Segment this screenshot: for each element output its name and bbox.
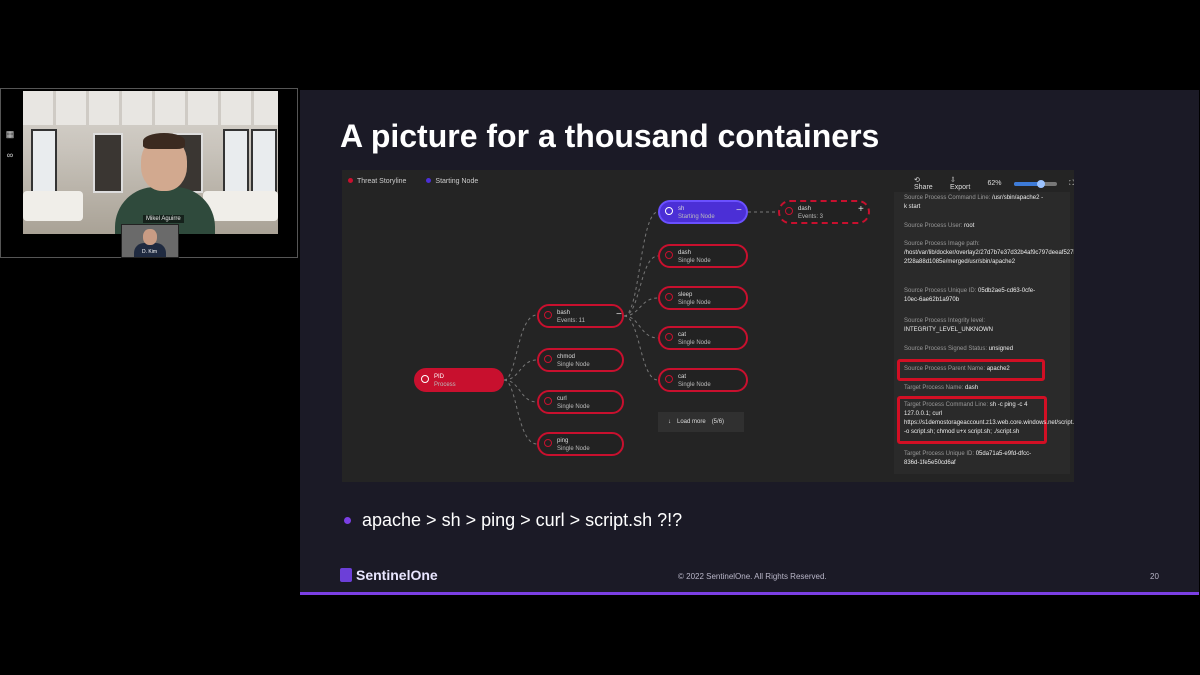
- page-number: 20: [1150, 572, 1159, 581]
- zoom-slider-handle[interactable]: [1036, 179, 1045, 188]
- participant-name: D. Kim: [142, 249, 157, 255]
- presentation-slide: A picture for a thousand containers Thre…: [300, 90, 1199, 595]
- bullet-dot-icon: [344, 517, 351, 524]
- presenter-video: Mikel Aguirre: [23, 91, 278, 234]
- detail-source-unique-id: Source Process Unique ID: 05db2ae5-cd63-…: [904, 288, 1036, 303]
- graph-connectors: [503, 211, 778, 445]
- detail-source-signed: Source Process Signed Status: unsigned: [904, 346, 1014, 352]
- fullscreen-icon[interactable]: ⛶: [1069, 179, 1074, 187]
- bullet-point: apache > sh > ping > curl > script.sh ?!…: [344, 510, 682, 531]
- storyline-screenshot: Threat Storyline Starting Node ⟲ Share ⇩…: [342, 170, 1074, 482]
- zoom-level: 62%: [987, 180, 1002, 187]
- detail-source-user: Source Process User: root: [904, 223, 975, 229]
- participant-thumbnail[interactable]: D. Kim: [121, 224, 179, 258]
- highlight-parent-name: [897, 359, 1045, 381]
- graph-legend: Threat Storyline Starting Node: [348, 178, 478, 185]
- logo-mark-icon: [340, 568, 352, 582]
- link-icon[interactable]: ∞: [6, 150, 14, 160]
- detail-target-unique-id: Target Process Unique ID: 05da71a5-e9fd-…: [904, 451, 1032, 466]
- expand-dash-button[interactable]: +: [858, 204, 864, 215]
- detail-source-cmdline: Source Process Command Line: /usr/sbin/a…: [904, 195, 1044, 210]
- collapse-bash-button[interactable]: −: [616, 309, 622, 320]
- detail-target-name: Target Process Name: dash: [904, 385, 979, 391]
- process-details-panel: Source Process Command Line: /usr/sbin/a…: [894, 192, 1074, 474]
- detail-source-parent-name: Source Process Parent Name: apache2: [904, 366, 1010, 372]
- arrow-down-icon: ↓: [668, 419, 671, 425]
- legend-starting-node: Starting Node: [426, 178, 478, 185]
- slide-title: A picture for a thousand containers: [340, 118, 880, 154]
- detail-target-cmdline: Target Process Command Line: sh -c ping …: [904, 402, 1074, 435]
- legend-threat-storyline: Threat Storyline: [348, 178, 406, 185]
- load-more-button[interactable]: ↓ Load more (5/6): [658, 412, 744, 432]
- copyright-text: © 2022 SentinelOne. All Rights Reserved.: [678, 572, 827, 581]
- detail-source-integrity: Source Process Integrity level: INTEGRIT…: [904, 318, 994, 333]
- presenter-name: Mikel Aguirre: [143, 215, 184, 223]
- highlight-target-cmdline: [897, 396, 1047, 444]
- node-root[interactable]: PID Process: [414, 368, 504, 392]
- layout-icon[interactable]: ▦: [5, 129, 15, 139]
- webcam-toolbar: ▦ ∞: [3, 129, 17, 160]
- collapse-start-button[interactable]: −: [736, 205, 742, 216]
- sentinelone-logo: SentinelOne: [340, 567, 438, 583]
- graph-toolbar: ⟲ Share ⇩ Export 62% ⛶: [914, 176, 1074, 191]
- webcam-panel: ▦ ∞ Mikel Aguirre D. Kim: [0, 88, 298, 258]
- export-button[interactable]: ⇩ Export: [950, 177, 971, 191]
- zoom-slider[interactable]: [1013, 179, 1058, 188]
- share-button[interactable]: ⟲ Share: [914, 177, 933, 191]
- detail-source-image-path: Source Process Image path: /host/var/lib…: [904, 241, 1074, 265]
